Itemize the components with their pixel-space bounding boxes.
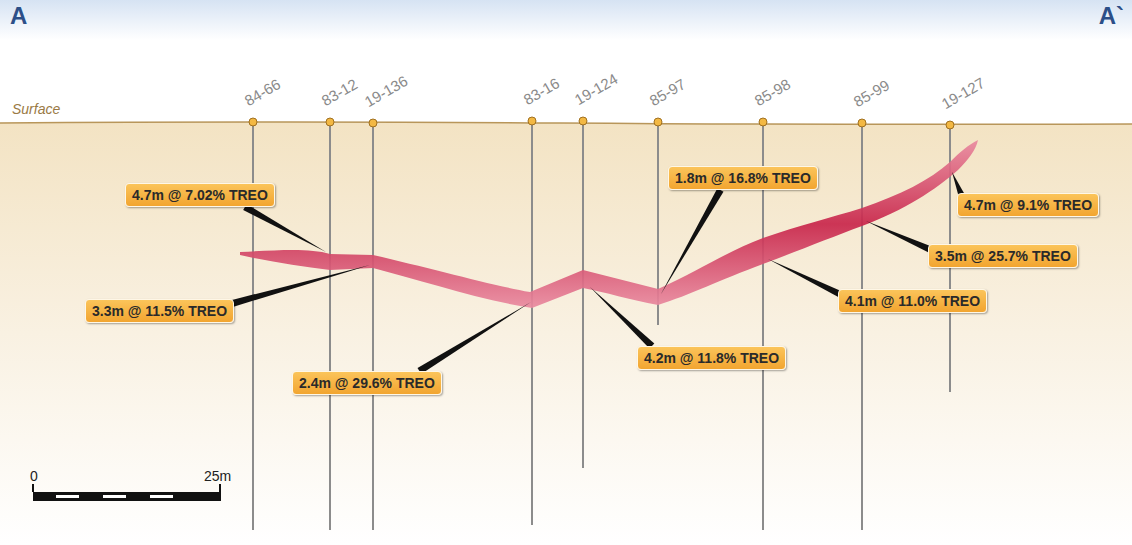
surface-label: Surface [12, 101, 60, 117]
drill-hole-id: 84-66 [242, 75, 284, 109]
drill-hole-id: 85-97 [647, 75, 689, 109]
intercept-callout: 3.5m @ 25.7% TREO [928, 244, 1078, 268]
leader-line [230, 265, 370, 307]
leader-line [590, 287, 654, 349]
intercept-text: 4.2m @ 11.8% TREO [644, 350, 779, 366]
leader-line [866, 221, 935, 254]
intercept-callout: 3.3m @ 11.5% TREO [85, 299, 234, 323]
intercept-text: 3.3m @ 11.5% TREO [92, 303, 227, 319]
scale-label: 0 [30, 468, 38, 484]
intercept-text: 3.5m @ 25.7% TREO [935, 248, 1071, 264]
drill-hole-id: 19-127 [939, 74, 988, 112]
intercept-callout: 1.8m @ 16.8% TREO [668, 166, 818, 190]
collars [249, 117, 954, 129]
drill-holes [253, 121, 950, 530]
leader-line [243, 204, 326, 252]
drill-hole-id: 19-124 [572, 70, 621, 108]
intercept-callout: 4.1m @ 11.0% TREO [838, 289, 987, 313]
intercept-callout: 2.4m @ 29.6% TREO [292, 371, 442, 395]
ore-body [240, 140, 978, 308]
intercept-text: 1.8m @ 16.8% TREO [675, 170, 811, 186]
ground [0, 122, 1132, 545]
intercept-callout: 4.7m @ 9.1% TREO [957, 193, 1099, 217]
drill-hole-id: 85-98 [752, 75, 794, 109]
drill-hole-id: 83-16 [521, 74, 563, 108]
drill-hole-id: 19-136 [362, 72, 411, 110]
header-band [0, 0, 1132, 40]
intercept-text: 4.7m @ 9.1% TREO [964, 197, 1092, 213]
leader-line [768, 259, 846, 299]
scale-bar [33, 484, 221, 501]
intercept-text: 4.7m @ 7.02% TREO [132, 187, 268, 203]
intercept-text: 4.1m @ 11.0% TREO [845, 293, 980, 309]
section-end-label: A [10, 2, 27, 30]
drill-hole-id: 83-12 [319, 75, 361, 109]
drill-hole-id: 85-99 [851, 76, 893, 110]
section-end-label: A` [1099, 2, 1124, 30]
surface-line [0, 122, 1132, 124]
leader-line [661, 188, 723, 294]
intercept-callout: 4.7m @ 7.02% TREO [125, 183, 275, 207]
leader-line [418, 302, 531, 374]
scale-label: 25m [204, 468, 231, 484]
intercept-text: 2.4m @ 29.6% TREO [299, 375, 435, 391]
intercept-callout: 4.2m @ 11.8% TREO [637, 346, 786, 370]
